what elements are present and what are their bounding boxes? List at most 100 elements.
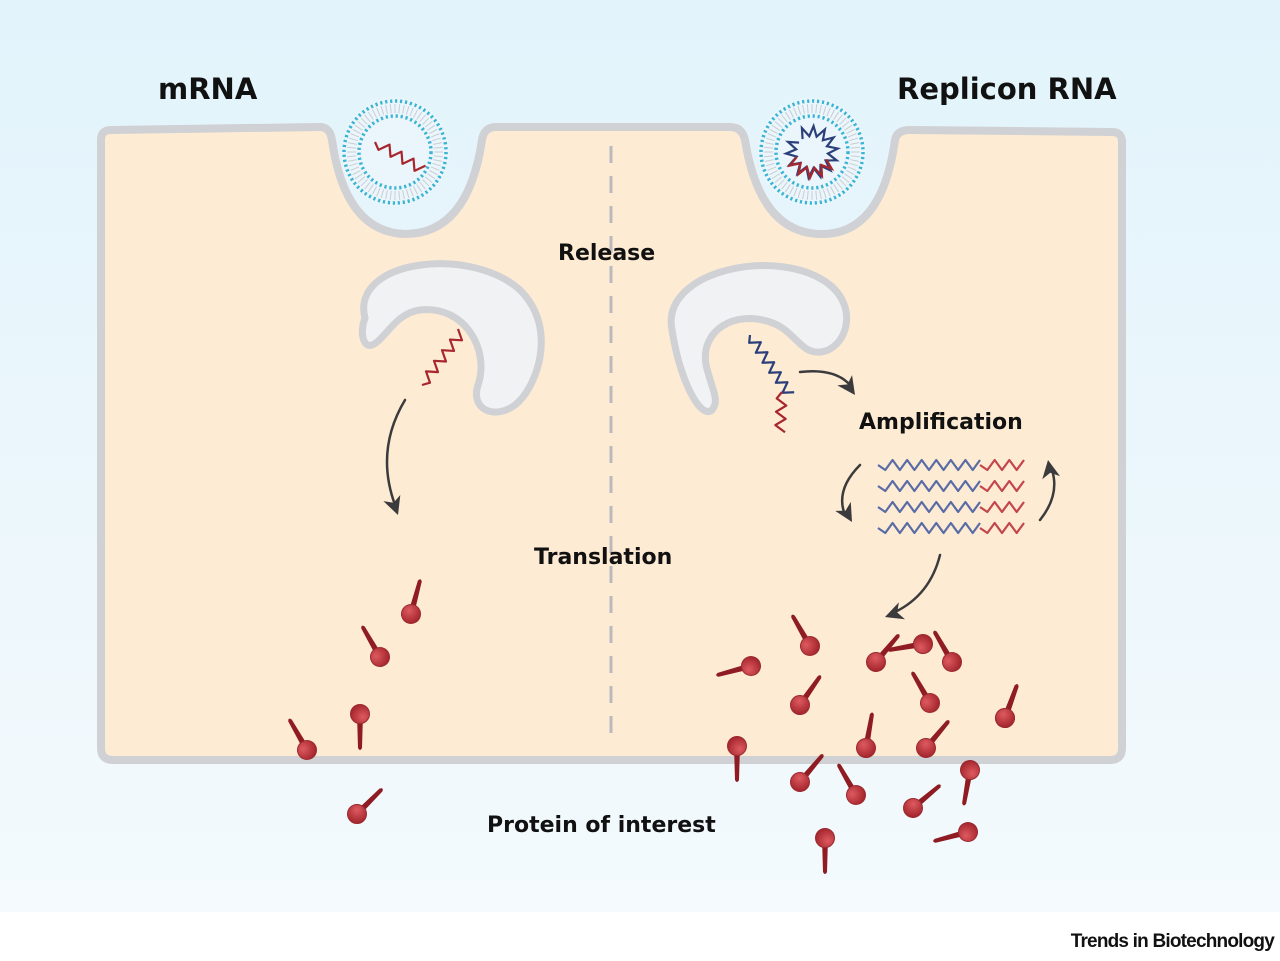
lipid-tail	[402, 104, 405, 114]
lipid-tail	[427, 124, 436, 131]
lipid-tail	[764, 155, 774, 158]
lipid-tail	[849, 137, 859, 142]
lipid-tail	[376, 187, 381, 197]
lipid-tail	[347, 159, 357, 162]
arrowhead	[1042, 460, 1060, 480]
lipid-tail	[429, 128, 438, 135]
panel-title-mrna: mRNA	[158, 72, 258, 106]
lipid-inner-heads	[774, 114, 850, 190]
protein-icon	[866, 634, 900, 672]
dynamic-marks	[288, 98, 1060, 874]
lipid-tail	[829, 109, 836, 118]
lipid-tail	[777, 117, 785, 125]
lipid-tail	[433, 159, 443, 162]
lipid-tail	[769, 169, 778, 176]
lipid-tail	[822, 105, 827, 115]
protein-head	[866, 652, 886, 672]
protein-icon	[815, 828, 835, 874]
lipid-tail	[385, 190, 388, 200]
lipid-tail	[430, 133, 440, 138]
lipid-tail	[433, 146, 443, 149]
lipid-tail	[802, 190, 805, 200]
protein-icon	[790, 675, 822, 715]
lipid-tail	[354, 124, 363, 131]
protein-head	[916, 738, 936, 758]
protein-icon	[911, 671, 940, 713]
protein-head	[727, 736, 747, 756]
lipid-tail	[352, 169, 361, 176]
lipid-tail	[846, 169, 855, 176]
lipid-tail	[784, 111, 791, 120]
lipid-tail	[347, 155, 357, 158]
lipid-tail	[764, 142, 774, 145]
lipid-tail	[777, 179, 785, 187]
lipid-tail	[850, 159, 860, 162]
lipid-tail	[797, 105, 802, 115]
step-label-protein-of-interest: Protein of interest	[487, 813, 716, 838]
amplified-rna-copy	[877, 521, 1025, 535]
protein-head	[995, 708, 1015, 728]
lipid-outer-heads	[342, 99, 448, 205]
lipid-tail	[822, 189, 827, 199]
lipid-tail	[367, 111, 374, 120]
protein-head	[347, 804, 367, 824]
lipid-tail	[398, 190, 401, 200]
lipid-tail	[427, 173, 436, 180]
protein-icon	[361, 625, 390, 667]
lipid-tail	[357, 176, 366, 183]
lipid-inner-heads	[357, 114, 433, 190]
lipid-tail	[829, 186, 836, 195]
lipid-tail	[839, 179, 847, 187]
lipid-tail	[833, 111, 840, 120]
lipid-tail	[771, 173, 780, 180]
lipid-tail	[389, 104, 392, 114]
protein-icon	[995, 684, 1019, 728]
protein-icon	[727, 736, 747, 782]
protein-icon	[933, 630, 962, 672]
lipid-tail	[764, 159, 774, 162]
step-label-amplification: Amplification	[859, 410, 1023, 435]
protein-head	[790, 772, 810, 792]
lipid-tail	[389, 190, 392, 200]
lipid-tail	[371, 109, 378, 118]
cycle-arrows-icon	[1038, 468, 1056, 522]
lipid-tail	[424, 176, 433, 183]
protein-icon	[791, 614, 820, 656]
lipid-tail	[412, 109, 419, 118]
lipid-tail	[348, 137, 358, 142]
lipid-tail	[354, 173, 363, 180]
protein-icon	[916, 720, 950, 758]
lipid-tail	[847, 133, 857, 138]
lipid-tail	[844, 124, 853, 131]
curved-arrow-icon	[798, 370, 852, 387]
lipid-tail	[412, 186, 419, 195]
protein-icon	[790, 754, 824, 792]
lipid-tail	[826, 187, 831, 197]
lipid-tail	[849, 162, 859, 167]
lipid-tail	[430, 166, 440, 171]
lipid-tail	[352, 128, 361, 135]
rna-strand-icon	[877, 479, 981, 493]
rna-strand-icon	[877, 458, 981, 472]
lipid-tail	[364, 114, 371, 123]
protein-icon	[933, 822, 978, 843]
protein-icon	[347, 788, 383, 824]
rna-strand-icon	[774, 391, 788, 434]
lipid-tail	[781, 114, 788, 123]
lipid-tail	[784, 184, 791, 193]
lipid-tail	[424, 121, 433, 128]
amplified-rna-copy	[877, 479, 1025, 493]
lipid-tail	[376, 107, 381, 117]
lipid-nanoparticle-icon	[758, 98, 866, 206]
protein-icon	[856, 712, 876, 758]
lipid-tail	[380, 105, 385, 115]
lipid-tail	[419, 181, 426, 190]
lipid-tail	[767, 133, 777, 138]
amplified-rna-copy	[877, 458, 1025, 472]
lipid-tail	[385, 104, 388, 114]
lipid-tail	[409, 107, 414, 117]
protein-head	[920, 693, 940, 713]
protein-icon	[288, 718, 317, 760]
lipid-outer-heads	[759, 99, 865, 205]
